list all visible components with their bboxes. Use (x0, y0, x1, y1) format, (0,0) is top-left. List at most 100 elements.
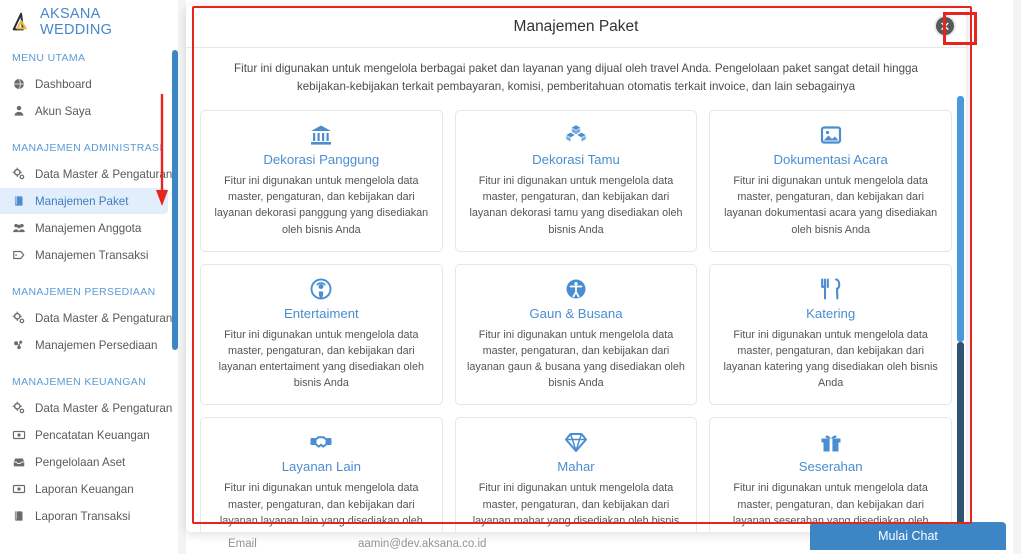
triangle-logo-icon (11, 11, 33, 33)
sidebar-item-manajemen-anggota[interactable]: Manajemen Anggota (0, 215, 168, 241)
package-card-title: Entertaiment (283, 305, 359, 321)
modal-description: Fitur ini digunakan untuk mengelola berb… (234, 62, 918, 93)
boxes-icon (12, 338, 26, 352)
cubes-icon (465, 122, 688, 148)
package-card-title: Dokumentasi Acara (773, 151, 888, 167)
package-card-title: Layanan Lain (281, 459, 361, 475)
package-card-title: Seserahan (798, 459, 863, 475)
package-card-description: Fitur ini digunakan untuk mengelola data… (218, 328, 424, 390)
footer-email-label: Email (228, 538, 257, 550)
modal-body: Fitur ini digunakan untuk mengelola berb… (186, 48, 966, 532)
sidebar-section-title: MANAJEMEN ADMINISTRASI (12, 142, 163, 154)
modal-scrollbar-thumb-lower[interactable] (957, 342, 964, 532)
sidebar-scrollbar-thumb[interactable] (172, 50, 178, 350)
sidebar-item-label: Akun Saya (35, 104, 92, 118)
sidebar-item-data-master-pengaturan[interactable]: Data Master & Pengaturan (0, 161, 172, 187)
gears-icon (12, 401, 26, 415)
mulai-chat-button[interactable]: Mulai Chat (810, 522, 1006, 550)
sidebar-item-dashboard[interactable]: Dashboard (0, 71, 168, 97)
gift-icon (719, 429, 942, 455)
modal-title: Manajemen Paket (513, 17, 639, 35)
sidebar-item-label: Pencatatan Keuangan (35, 428, 150, 442)
sidebar-item-label: Manajemen Persediaan (35, 338, 158, 352)
sidebar-item-data-master-pengaturan[interactable]: Data Master & Pengaturan (0, 395, 172, 421)
manajemen-paket-modal: Manajemen Paket ✕ Fitur ini digunakan un… (186, 6, 966, 532)
modal-scrollbar[interactable] (957, 96, 964, 532)
inbox-icon (12, 455, 26, 469)
gears-icon (12, 167, 26, 181)
sidebar-item-manajemen-persediaan[interactable]: Manajemen Persediaan (0, 332, 168, 358)
sidebar-item-label: Manajemen Paket (35, 194, 129, 208)
sidebar-item-label: Laporan Keuangan (35, 482, 134, 496)
sidebar-item-label: Laporan Transaksi (35, 509, 131, 523)
package-card-description: Fitur ini digunakan untuk mengelola data… (723, 328, 938, 390)
package-card-title: Mahar (557, 459, 595, 475)
package-card-description: Fitur ini digunakan untuk mengelola data… (214, 174, 429, 236)
sidebar-item-pencatatan-keuangan[interactable]: Pencatatan Keuangan (0, 422, 168, 448)
package-card-description: Fitur ini digunakan untuk mengelola data… (469, 174, 683, 236)
package-card-title: Dekorasi Panggung (263, 151, 380, 167)
sidebar-item-label: Manajemen Transaksi (35, 248, 149, 262)
package-card-description: Fitur ini digunakan untuk mengelola data… (467, 328, 685, 390)
sidebar-section-title: MENU UTAMA (12, 52, 86, 64)
modal-header: Manajemen Paket ✕ (186, 6, 966, 48)
package-card-description: Fitur ini digunakan untuk mengelola data… (219, 482, 423, 532)
sidebar-item-manajemen-paket[interactable]: Manajemen Paket (0, 188, 168, 214)
gears-icon (12, 311, 26, 325)
book-icon (12, 194, 26, 208)
brand-name: AKSANA WEDDING (40, 6, 113, 38)
package-card-description: Fitur ini digunakan untuk mengelola data… (724, 174, 938, 236)
handshake-icon (210, 429, 433, 455)
sidebar-item-laporan-transaksi[interactable]: Laporan Transaksi (0, 503, 168, 529)
sidebar-scroll-track[interactable] (178, 0, 186, 554)
user-icon (12, 104, 26, 118)
podcast-icon (210, 276, 433, 302)
tag-icon (12, 248, 26, 262)
book-icon (12, 509, 26, 523)
package-card-title: Gaun & Busana (529, 305, 623, 321)
accessibility-icon (465, 276, 688, 302)
package-card-title: Dekorasi Tamu (532, 151, 620, 167)
sidebar-item-data-master-pengaturan[interactable]: Data Master & Pengaturan (0, 305, 172, 331)
close-icon[interactable]: ✕ (934, 15, 956, 37)
sidebar-section-title: MANAJEMEN PERSEDIAAN (12, 286, 156, 298)
utensils-icon (719, 276, 942, 302)
package-card-description: Fitur ini digunakan untuk mengelola data… (472, 482, 680, 532)
sidebar-item-label: Manajemen Anggota (35, 221, 142, 235)
bank-columns-icon (210, 122, 433, 148)
footer-email-value: aamin@dev.aksana.co.id (358, 538, 487, 550)
page-scroll-track[interactable] (1013, 0, 1021, 554)
modal-scrollbar-thumb-upper[interactable] (957, 96, 964, 342)
money-icon (12, 482, 26, 496)
sidebar-item-laporan-keuangan[interactable]: Laporan Keuangan (0, 476, 168, 502)
globe-icon (12, 77, 26, 91)
sidebar-item-akun-saya[interactable]: Akun Saya (0, 98, 168, 124)
sidebar-item-label: Pengelolaan Aset (35, 455, 126, 469)
package-card-title: Katering (806, 305, 856, 321)
sidebar-section-title: MANAJEMEN KEUANGAN (12, 376, 147, 388)
sidebar-item-label: Data Master & Pengaturan (35, 401, 172, 415)
gem-icon (465, 429, 688, 455)
sidebar-item-manajemen-transaksi[interactable]: Manajemen Transaksi (0, 242, 168, 268)
sidebar-item-label: Data Master & Pengaturan (35, 311, 172, 325)
footer-email-row: Email aamin@dev.aksana.co.id (228, 538, 788, 550)
image-icon (719, 122, 942, 148)
brand-header[interactable]: AKSANA WEDDING (0, 0, 172, 38)
sidebar-item-pengelolaan-aset[interactable]: Pengelolaan Aset (0, 449, 168, 475)
money-icon (12, 428, 26, 442)
users-icon (12, 221, 26, 235)
sidebar-item-label: Data Master & Pengaturan (35, 167, 172, 181)
